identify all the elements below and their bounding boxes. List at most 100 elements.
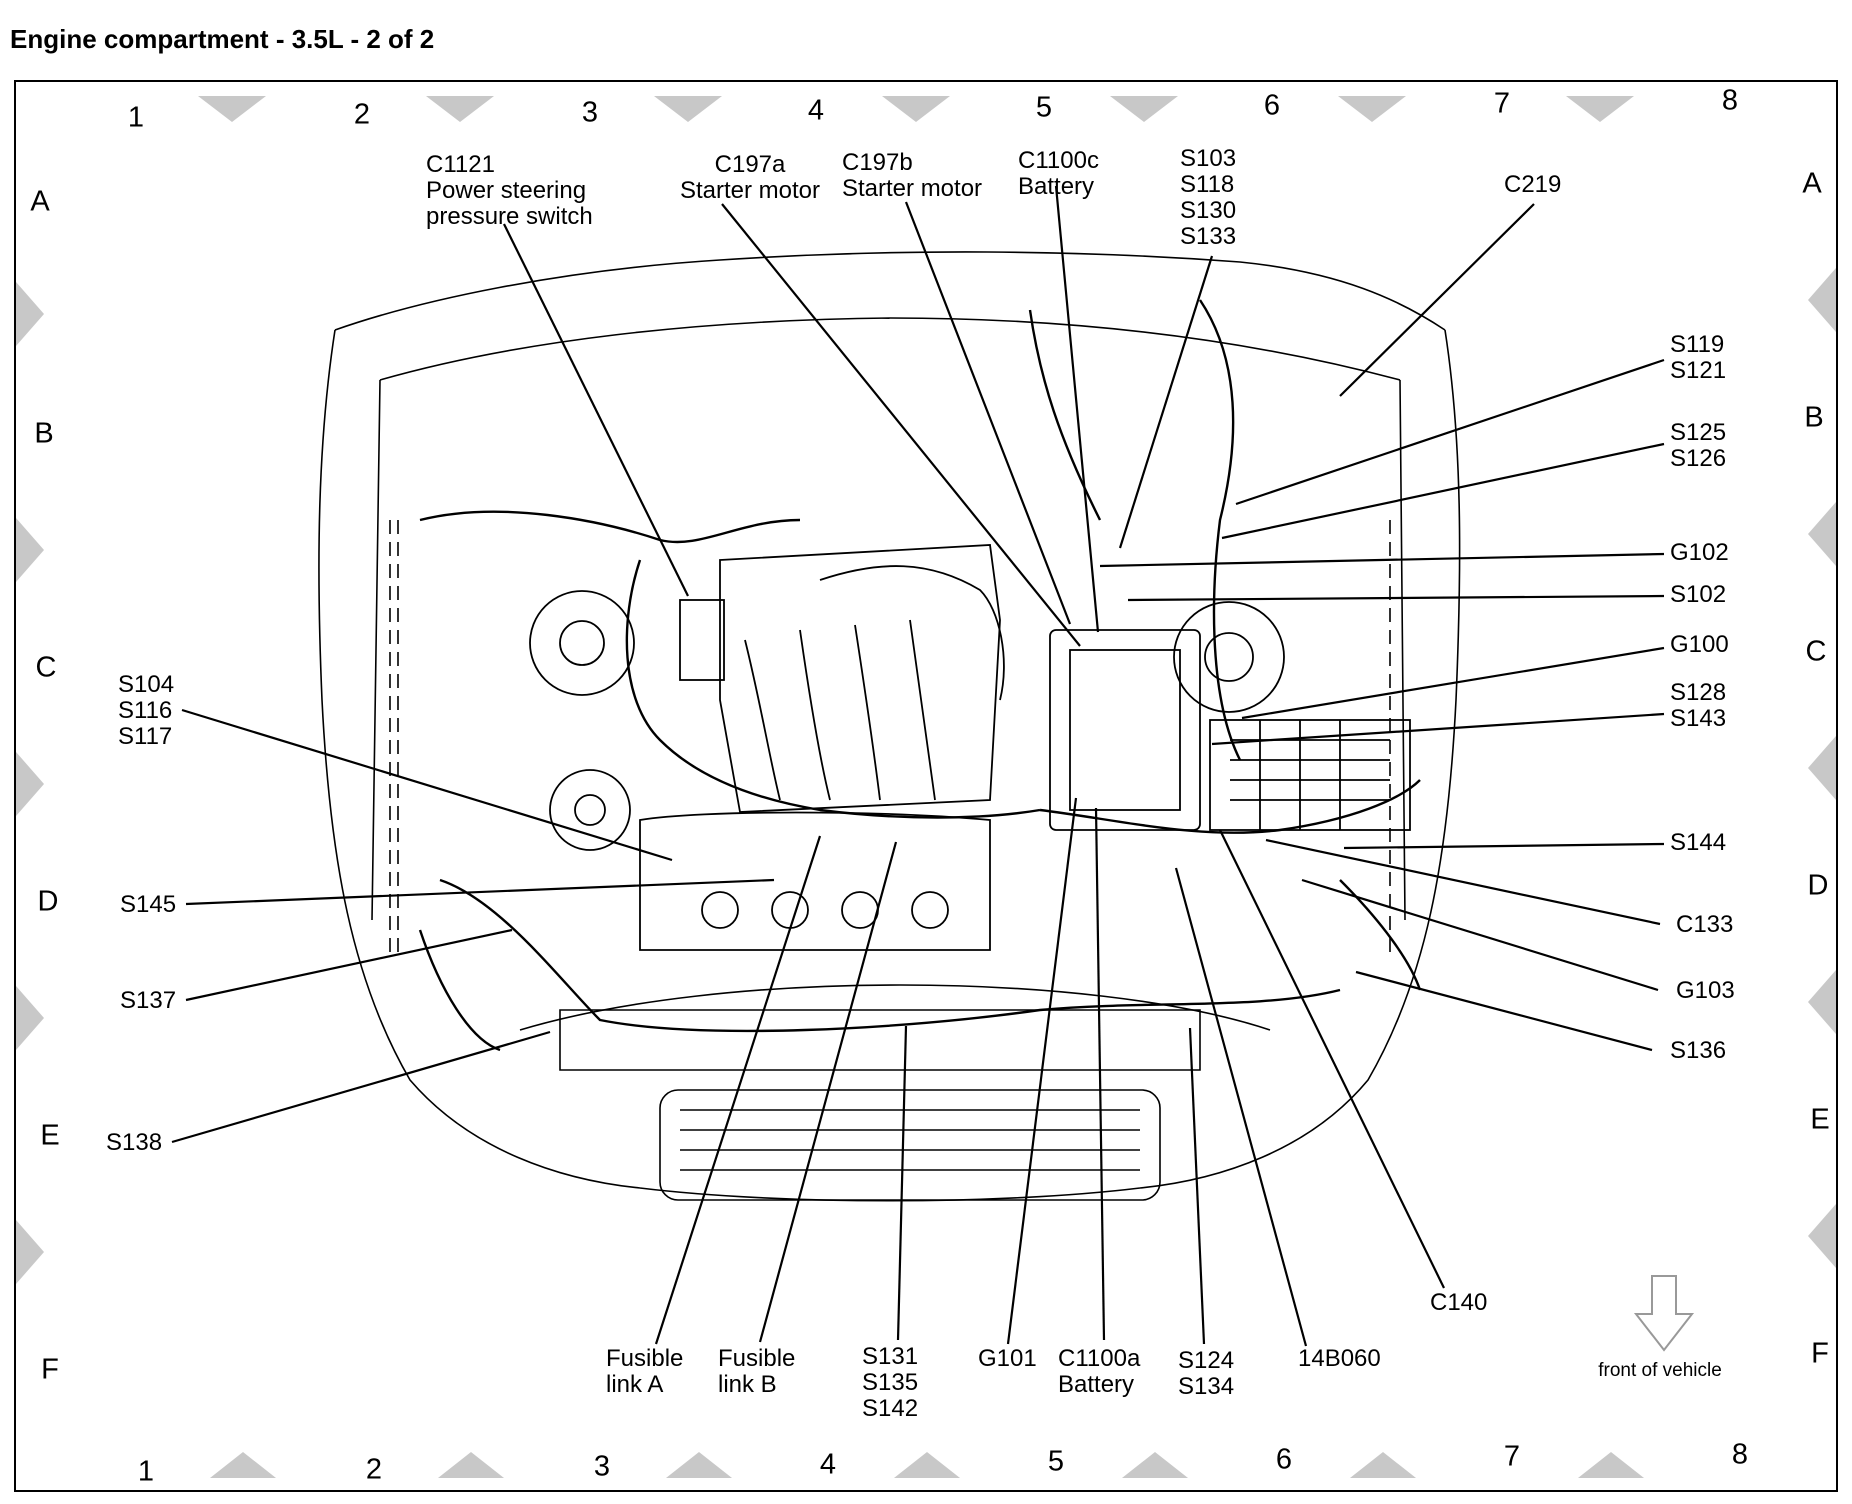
- grid-col-top-5: 5: [1035, 91, 1053, 124]
- label-s136-line-1: S136: [1670, 1037, 1727, 1064]
- leader-lines: [171, 185, 1665, 1347]
- label-s137-line-1: S137: [120, 987, 177, 1014]
- diagram-frame: [14, 80, 1838, 1492]
- engine-block: [529, 544, 1411, 951]
- grid-col-bottom-8: 8: [1731, 1438, 1749, 1471]
- label-g100-line-1: G100: [1670, 631, 1729, 658]
- vehicle-outline: [318, 251, 1461, 1202]
- label-g102-line-1: G102: [1670, 539, 1729, 566]
- label-s128-group: S128 S143: [1670, 680, 1726, 732]
- label-s138: S138: [106, 1130, 162, 1156]
- grid-row-left-d: D: [37, 885, 59, 918]
- label-c1100a-line-1: C1100a: [1058, 1345, 1141, 1372]
- page-title: Engine compartment - 3.5L - 2 of 2: [10, 24, 435, 54]
- label-s135: S135: [862, 1369, 919, 1396]
- grid-row-left-e: E: [40, 1119, 60, 1152]
- grid-col-top-4: 4: [807, 94, 825, 127]
- label-fusible-link-b: Fusible link B: [718, 1346, 795, 1398]
- label-s145-line-1: S145: [120, 891, 177, 918]
- label-c197b-line-2: Starter motor: [842, 175, 983, 202]
- label-c1121-line-1: C1121: [426, 151, 495, 178]
- grid-col-bottom-7: 7: [1503, 1440, 1521, 1473]
- grid-col-top-7: 7: [1493, 87, 1511, 120]
- grid-col-top-6: 6: [1263, 89, 1281, 122]
- label-fusible-b-line-1: Fusible: [718, 1345, 796, 1372]
- label-c219: C219: [1504, 172, 1561, 198]
- label-s133: S133: [1180, 223, 1237, 250]
- label-c197a-line-2: Starter motor: [679, 177, 821, 204]
- grid-row-left-f: F: [41, 1353, 59, 1386]
- grid-row-right-c: C: [1805, 635, 1827, 668]
- label-s143: S143: [1670, 705, 1727, 732]
- label-s118: S118: [1180, 171, 1235, 198]
- label-s136: S136: [1670, 1038, 1726, 1064]
- grid-row-right-a: A: [1802, 167, 1822, 200]
- wiring-harness: [418, 299, 1422, 1052]
- label-s128: S128: [1670, 679, 1727, 706]
- label-c1121-line-2: Power steering: [426, 177, 587, 204]
- grid-col-top-2: 2: [353, 98, 371, 131]
- grid-row-right-f: F: [1811, 1337, 1829, 1370]
- label-s125: S125: [1670, 419, 1727, 446]
- label-s116: S116: [118, 697, 173, 724]
- grid-row-right-b: B: [1804, 401, 1824, 434]
- label-s131: S131: [862, 1343, 919, 1370]
- label-s144-line-1: S144: [1670, 829, 1727, 856]
- label-s124: S124: [1178, 1347, 1235, 1374]
- label-c1100a-line-2: Battery: [1058, 1371, 1135, 1398]
- grid-col-bottom-4: 4: [819, 1448, 837, 1481]
- label-c133: C133: [1676, 912, 1733, 938]
- grid-row-left-c: C: [35, 651, 57, 684]
- label-s117: S117: [118, 723, 173, 750]
- label-c1121: C1121 Power steering pressure switch: [426, 152, 593, 230]
- label-s119-group: S119 S121: [1670, 332, 1726, 384]
- label-s130: S130: [1180, 197, 1237, 224]
- label-c1100a: C1100a Battery: [1058, 1346, 1140, 1398]
- grid-row-left-a: A: [30, 185, 50, 218]
- label-s119: S119: [1670, 331, 1725, 358]
- label-s142: S142: [862, 1395, 919, 1422]
- grid-marker-triangles: [16, 96, 1836, 1478]
- down-arrow-icon: [1633, 1275, 1695, 1352]
- label-s124-group: S124 S134: [1178, 1348, 1234, 1400]
- grid-row-right-d: D: [1807, 869, 1829, 902]
- label-c140-line-1: C140: [1430, 1289, 1488, 1316]
- label-s104-group: S104 S116 S117: [118, 672, 174, 750]
- grid-col-bottom-6: 6: [1275, 1443, 1293, 1476]
- label-g102: G102: [1670, 540, 1729, 566]
- label-c197b: C197b Starter motor: [842, 150, 982, 202]
- label-s121: S121: [1670, 357, 1727, 384]
- grid-col-top-1: 1: [127, 101, 145, 134]
- label-g103-line-1: G103: [1676, 977, 1735, 1004]
- label-g100: G100: [1670, 632, 1729, 658]
- label-s137: S137: [120, 988, 176, 1014]
- label-s126: S126: [1670, 445, 1727, 472]
- label-s103-group: S103 S118 S130 S133: [1180, 146, 1236, 250]
- label-fusible-a-line-2: link A: [606, 1371, 664, 1398]
- grid-col-top-3: 3: [581, 96, 599, 129]
- label-s102: S102: [1670, 582, 1726, 608]
- grid-row-right-e: E: [1810, 1103, 1830, 1136]
- label-c197b-line-1: C197b: [842, 149, 913, 176]
- label-s125-group: S125 S126: [1670, 420, 1726, 472]
- label-c197a: C197a Starter motor: [680, 152, 820, 204]
- label-s144: S144: [1670, 830, 1726, 856]
- grid-col-bottom-5: 5: [1047, 1445, 1065, 1478]
- front-of-vehicle-label: front of vehicle: [1598, 1360, 1722, 1381]
- label-c1100c-line-2: Battery: [1018, 173, 1095, 200]
- label-fusible-link-a: Fusible link A: [606, 1346, 683, 1398]
- label-c1121-line-3: pressure switch: [426, 203, 593, 230]
- label-c197a-line-1: C197a: [714, 151, 786, 178]
- label-g101: G101: [978, 1346, 1037, 1372]
- label-c140: C140: [1430, 1290, 1487, 1316]
- label-c219-line-1: C219: [1504, 171, 1562, 198]
- grid-row-left-b: B: [34, 417, 54, 450]
- label-fusible-b-line-2: link B: [718, 1371, 777, 1398]
- label-c1100c-line-1: C1100c: [1018, 147, 1099, 174]
- label-s145: S145: [120, 892, 176, 918]
- label-c1100c: C1100c Battery: [1018, 148, 1099, 200]
- label-s131-group: S131 S135 S142: [862, 1344, 918, 1422]
- grid-col-bottom-3: 3: [593, 1450, 611, 1483]
- label-g103: G103: [1676, 978, 1735, 1004]
- label-s134: S134: [1178, 1373, 1235, 1400]
